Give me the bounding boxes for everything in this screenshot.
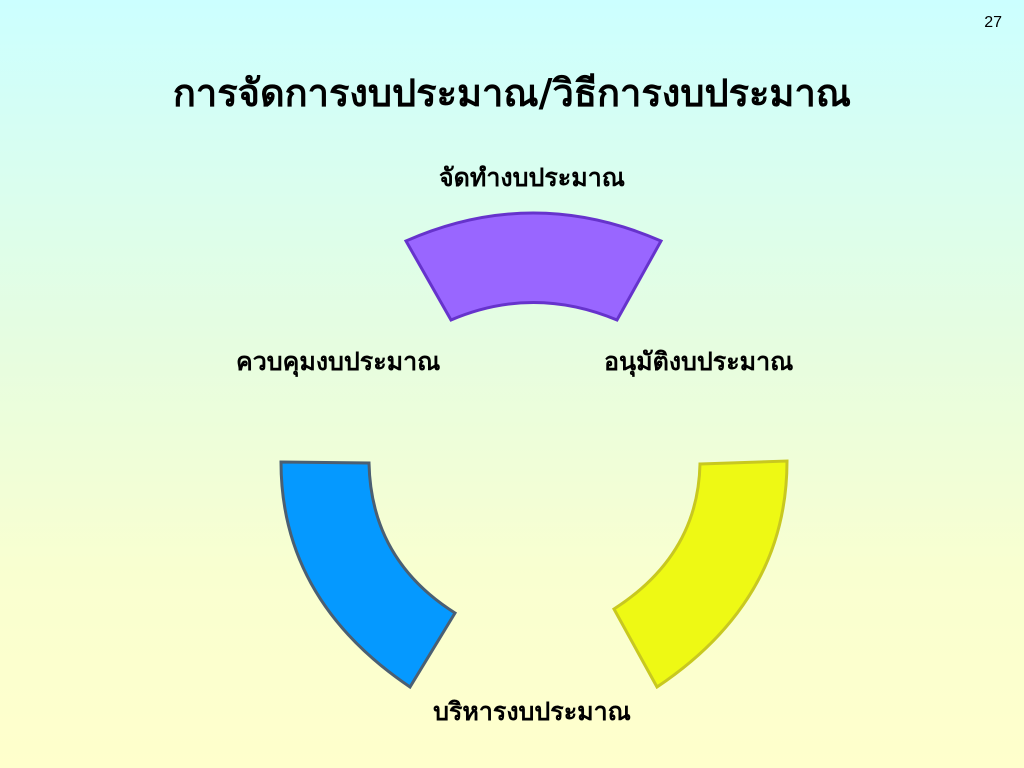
segment-prepare-budget [403, 211, 664, 322]
label-manage-budget: บริหารงบประมาณ [433, 697, 631, 726]
label-control-budget: ควบคุมงบประมาณ [236, 347, 441, 376]
slide-title: การจัดการงบประมาณ/วิธีการงบประมาณ [172, 70, 852, 115]
slide-number: 27 [984, 14, 1002, 31]
label-prepare-budget: จัดทำงบประมาณ [439, 163, 625, 192]
segment-control-budget [279, 460, 458, 690]
label-approve-budget: อนุมัติงบประมาณ [604, 347, 794, 376]
segment-approve-budget [612, 459, 789, 690]
